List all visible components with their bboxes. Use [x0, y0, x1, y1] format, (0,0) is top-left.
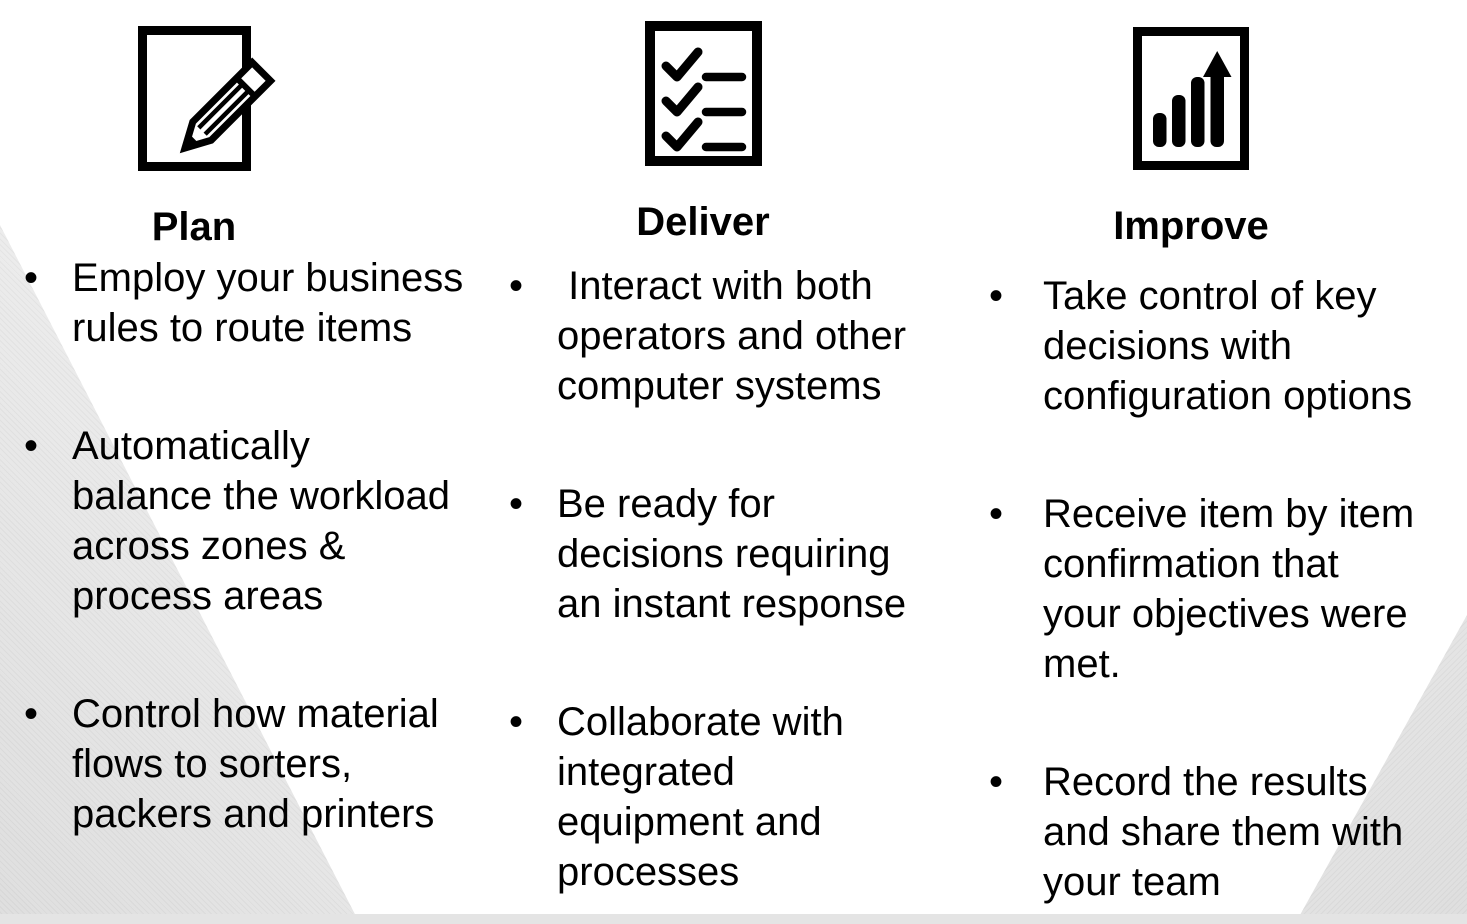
plan-title: Plan — [151, 205, 237, 249]
list-item: • Automatically balance the workload acr… — [20, 421, 472, 621]
bar-chart-arrow-icon — [1133, 27, 1249, 170]
bullet-dot: • — [989, 760, 1004, 804]
bullet-text: Control how material flows to sorters, p… — [72, 692, 439, 836]
deliver-header: Deliver — [583, 21, 823, 242]
list-item: • Be ready for decisions requiring an in… — [505, 479, 950, 629]
list-item: • Record the results and share them with… — [985, 757, 1445, 907]
list-item: • Collaborate with integrated equipment … — [505, 697, 950, 897]
bullet-dot: • — [989, 274, 1004, 318]
bullet-dot: • — [989, 492, 1004, 536]
bullet-text: Interact with both operators and other c… — [557, 264, 907, 408]
bullet-text: Collaborate with integrated equipment an… — [557, 700, 844, 894]
bullet-text: Take control of key decisions with confi… — [1043, 274, 1413, 418]
list-item: • Take control of key decisions with con… — [985, 271, 1445, 421]
bullet-text: Automatically balance the workload acros… — [72, 424, 451, 618]
bullet-dot: • — [509, 700, 524, 744]
deliver-title: Deliver — [636, 200, 770, 244]
plan-bullet-list: • Employ your business rules to route it… — [20, 253, 472, 907]
bullet-text: Record the results and share them with y… — [1043, 760, 1404, 904]
improve-header: Improve — [1071, 27, 1311, 246]
bullet-dot: • — [24, 424, 39, 468]
bullet-dot: • — [24, 256, 39, 300]
improve-title: Improve — [1113, 204, 1269, 248]
bullet-text: Be ready for decisions requiring an inst… — [557, 482, 907, 626]
bullet-dot: • — [509, 482, 524, 526]
list-item: • Employ your business rules to route it… — [20, 253, 472, 353]
document-pencil-icon — [137, 26, 276, 171]
plan-header: Plan — [74, 26, 314, 247]
deliver-bullet-list: • Interact with both operators and other… — [505, 261, 950, 924]
bullet-dot: • — [24, 692, 39, 736]
bullet-text: Receive item by item confirmation that y… — [1043, 492, 1415, 686]
bullet-text: Employ your business rules to route item… — [72, 256, 464, 350]
list-item: • Control how material flows to sorters,… — [20, 689, 472, 839]
slide-bottom-strip — [0, 914, 1467, 924]
improve-bullet-list: • Take control of key decisions with con… — [985, 271, 1445, 924]
list-item: • Receive item by item confirmation that… — [985, 489, 1445, 689]
checklist-icon — [644, 21, 762, 166]
list-item: • Interact with both operators and other… — [505, 261, 950, 411]
bullet-dot: • — [509, 264, 524, 308]
